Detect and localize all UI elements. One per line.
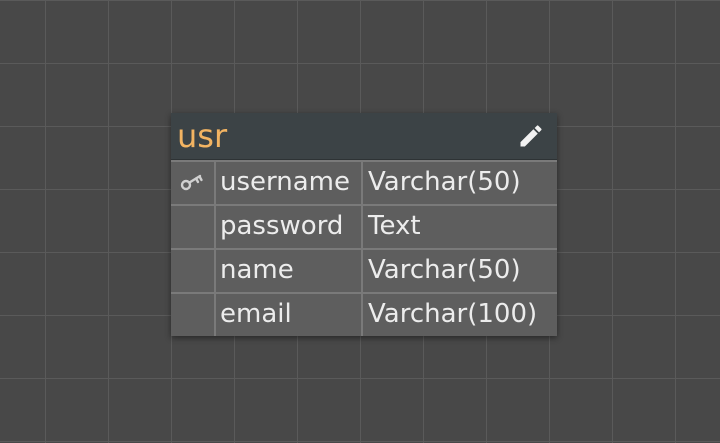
column-row-name[interactable]: name Varchar(50) <box>171 248 557 292</box>
column-list: username Varchar(50) password Text name … <box>171 160 557 336</box>
column-row-password[interactable]: password Text <box>171 204 557 248</box>
column-name[interactable]: email <box>214 292 361 336</box>
table-name: usr <box>177 117 228 155</box>
column-row-username[interactable]: username Varchar(50) <box>171 160 557 204</box>
column-name[interactable]: password <box>214 204 361 248</box>
pencil-icon <box>520 125 542 147</box>
column-type[interactable]: Varchar(50) <box>361 248 557 292</box>
entity-table-usr[interactable]: usr username Varchar(50) <box>171 113 557 336</box>
key-cell <box>171 204 214 248</box>
column-type[interactable]: Text <box>361 204 557 248</box>
column-type[interactable]: Varchar(50) <box>361 160 557 204</box>
column-name[interactable]: username <box>214 160 361 204</box>
column-name[interactable]: name <box>214 248 361 292</box>
key-cell <box>171 292 214 336</box>
column-row-email[interactable]: email Varchar(100) <box>171 292 557 336</box>
table-header: usr <box>171 113 557 160</box>
key-cell <box>171 248 214 292</box>
column-type[interactable]: Varchar(100) <box>361 292 557 336</box>
edit-table-button[interactable] <box>517 122 545 150</box>
primary-key-cell <box>171 160 214 204</box>
key-icon <box>180 174 203 191</box>
